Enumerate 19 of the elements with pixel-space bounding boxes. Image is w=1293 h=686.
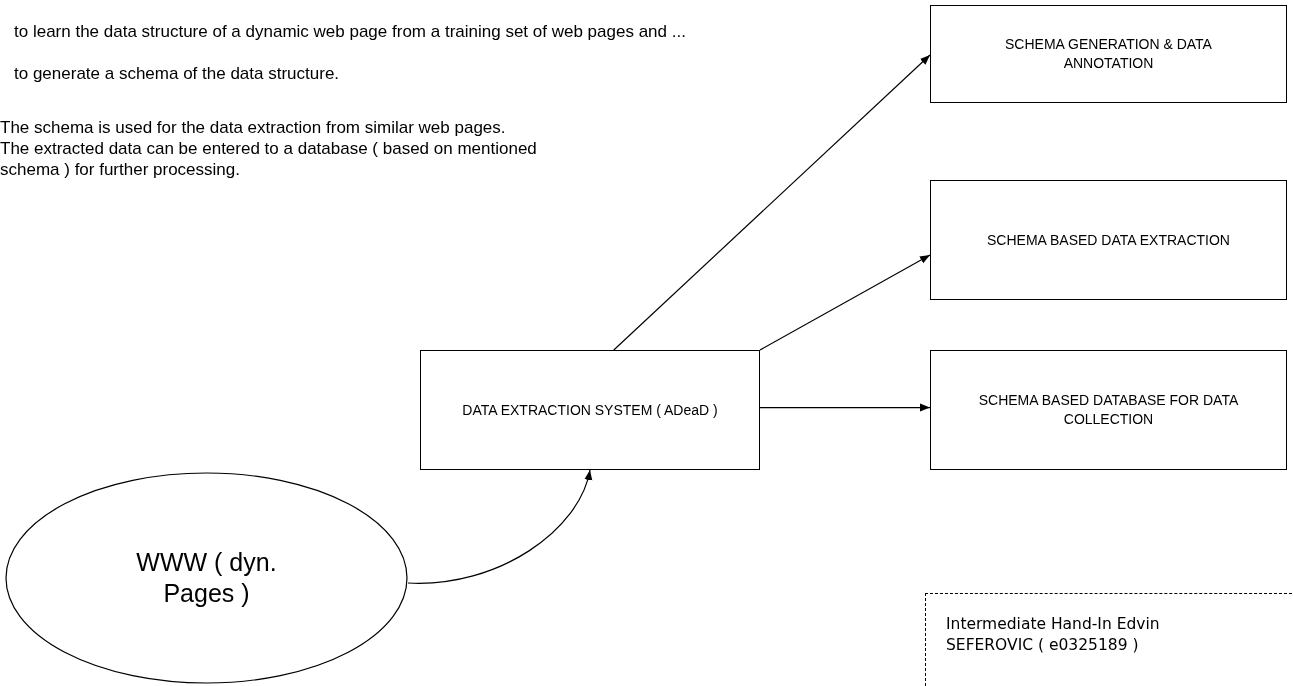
node-label: SCHEMA GENERATION & DATA ANNOTATION [1004,35,1213,73]
process-box [930,350,1287,470]
arrow [407,469,592,584]
note-text: to learn the data structure of a dynamic web page from a training set of web pages and ... [14,21,687,42]
note-text: to generate a schema of the data structure. [14,63,341,84]
process-box [420,350,760,470]
dashed-note-box [925,593,1292,686]
process-box [930,5,1287,103]
arrow [759,403,931,412]
node-label: WWW ( dyn. Pages ) [135,546,278,609]
arrow [613,54,931,351]
note-text: The extracted data can be entered to a database ( based on mentioned schema ) for further processing. [0,138,538,180]
arrow [759,254,931,351]
node-label: DATA EXTRACTION SYSTEM ( ADeaD ) [462,400,718,420]
process-box [930,180,1287,300]
node-label: Intermediate Hand-In Edvin SEFEROVIC ( e0325189 ) [946,614,1161,656]
node-label: SCHEMA BASED DATA EXTRACTION [987,230,1230,250]
node-label: SCHEMA BASED DATABASE FOR DATA COLLECTION [977,391,1240,429]
note-text: The schema is used for the data extraction from similar web pages. [0,117,507,138]
